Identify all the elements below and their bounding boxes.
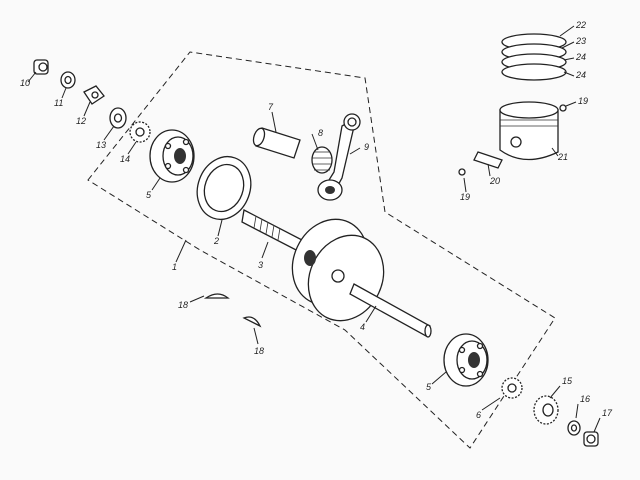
part-16-washer [567, 420, 581, 436]
callout-14: 14 [120, 154, 130, 164]
part-19-circlip-right [559, 104, 567, 112]
part-21-piston [499, 101, 559, 161]
callout-18-upper: 18 [178, 300, 188, 310]
part-11-washer [60, 71, 76, 89]
leader-lines [27, 25, 601, 433]
part-18-key-lower [242, 316, 262, 328]
callout-12: 12 [76, 116, 86, 126]
callout-20: 20 [489, 176, 500, 186]
callout-19-right: 19 [578, 96, 588, 106]
callout-24-upper: 24 [575, 52, 586, 62]
callout-4: 4 [360, 322, 365, 332]
callout-15: 15 [562, 376, 573, 386]
callout-13: 13 [96, 140, 106, 150]
part-13-washer [109, 107, 127, 129]
part-4-crankshaft-half-right [349, 283, 432, 338]
part-1-crankshaft-assembly [291, 218, 385, 322]
callout-5-left: 5 [146, 190, 152, 200]
part-12-collar [83, 85, 105, 105]
callout-1: 1 [172, 262, 177, 272]
callout-17: 17 [602, 408, 613, 418]
callout-22: 22 [575, 20, 586, 30]
part-22-24-piston-rings [501, 33, 567, 81]
callout-7: 7 [268, 102, 274, 112]
part-17-nut [583, 431, 599, 447]
part-7-piston-pin [252, 127, 301, 159]
callout-16: 16 [580, 394, 590, 404]
part-20-piston-pin [473, 151, 503, 169]
callout-10: 10 [20, 78, 30, 88]
callout-3: 3 [258, 260, 263, 270]
part-5-bearing-right [443, 333, 489, 387]
callout-2: 2 [213, 236, 219, 246]
callout-5-right: 5 [426, 382, 432, 392]
part-2-thrust-plate [196, 155, 252, 221]
assembly-boundary [87, 51, 556, 449]
part-18-key-upper [203, 293, 230, 299]
callout-8: 8 [318, 128, 323, 138]
callout-24-lower: 24 [575, 70, 586, 80]
part-15-gear [533, 395, 559, 425]
callout-9: 9 [364, 142, 369, 152]
part-6-sprocket [501, 377, 523, 399]
callout-19-left: 19 [460, 192, 470, 202]
part-5-bearing-left [149, 129, 195, 183]
callout-21: 21 [557, 152, 568, 162]
callout-labels: 10 11 12 13 14 5 1 2 3 7 8 9 4 5 6 15 16… [20, 20, 613, 420]
part-19-circlip-left [458, 168, 466, 176]
part-8-needle-bearing [311, 146, 333, 174]
part-3-crankshaft-half-left [241, 209, 303, 253]
callout-11: 11 [54, 98, 63, 108]
callout-23: 23 [575, 36, 586, 46]
part-14-sprocket [129, 121, 151, 143]
callout-6: 6 [476, 410, 481, 420]
part-10-nut [33, 59, 49, 75]
callout-18-lower: 18 [254, 346, 264, 356]
part-9-connecting-rod [317, 113, 361, 201]
